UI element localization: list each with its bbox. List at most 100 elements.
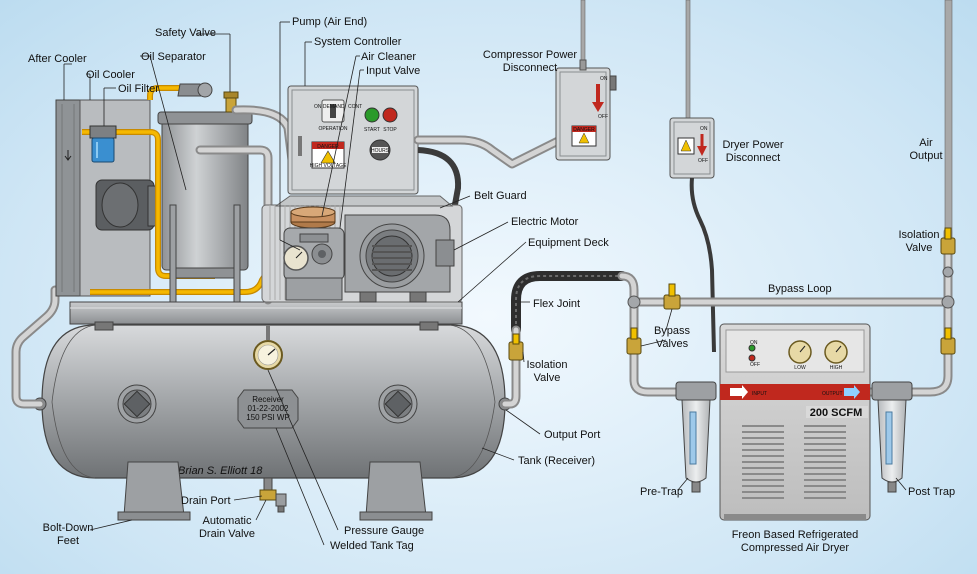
electric-motor <box>344 214 455 303</box>
compressor-power-disconnect: ON OFF DANGER <box>555 59 617 161</box>
bolt-down-feet <box>117 461 433 521</box>
leader-lines <box>63 21 907 546</box>
label-isolation-valve-mid-line-1: Isolation <box>527 359 568 371</box>
label-oil-filter: Oil Filter <box>118 83 159 95</box>
stop-button[interactable] <box>382 107 398 123</box>
dryer-low-gauge <box>788 340 812 364</box>
compressor-disconnect-handle[interactable] <box>609 75 617 91</box>
equipment-deck <box>69 301 463 331</box>
label-air-output-line-2: Output <box>909 150 942 162</box>
label-drain-port: Drain Port <box>181 495 231 507</box>
label-pump-air-end: Pump (Air End) <box>292 16 367 28</box>
label-bolt-down-feet-line-2: Feet <box>57 535 79 547</box>
label-automatic-drain-valve-line-2: Drain Valve <box>199 528 255 540</box>
pressure-gauge <box>253 325 283 370</box>
dryer-output-label: OUTPUT <box>822 391 843 397</box>
bypass-valve-left[interactable] <box>626 327 642 355</box>
compressor-off-label: OFF <box>598 114 608 120</box>
tank-tag-line-2: 01-22-2002 <box>248 404 289 413</box>
label-system-controller: System Controller <box>314 36 402 48</box>
label-pre-trap: Pre-Trap <box>640 486 683 498</box>
bypass-valve-right[interactable] <box>940 327 956 355</box>
safety-valve <box>223 91 239 113</box>
input-arrow-icon <box>730 385 748 399</box>
dryer-off-label: OFF <box>698 158 708 164</box>
start-label: START <box>364 127 380 133</box>
label-pressure-gauge: Pressure Gauge <box>344 525 424 537</box>
dryer-high-gauge <box>824 340 848 364</box>
label-post-trap: Post Trap <box>908 486 955 498</box>
label-dryer-caption-line-1: Freon Based Refrigerated <box>732 529 859 541</box>
dryer-indicator-off-label: OFF <box>750 362 760 368</box>
welded-tank-tag: Receiver 01-22-2002 150 PSI WP <box>237 389 299 429</box>
label-after-cooler: After Cooler <box>28 53 87 65</box>
isolation-valve-output[interactable] <box>940 227 956 255</box>
label-oil-separator: Oil Separator <box>141 51 206 63</box>
label-dryer-caption-line-2: Compressed Air Dryer <box>741 542 850 554</box>
label-output-port: Output Port <box>544 429 600 441</box>
output-arrow-icon <box>844 385 860 399</box>
dryer-off-indicator <box>748 354 756 362</box>
refrigerated-dryer: ON OFF LOW HIGH INPUT OUTPUT 200 SCFM <box>719 323 871 521</box>
label-dryer-power-line-1: Dryer Power <box>722 139 783 151</box>
after-cooler <box>55 99 81 297</box>
inspection-port-left <box>117 384 157 424</box>
air-cleaner <box>290 206 336 229</box>
post-trap <box>871 381 913 493</box>
dryer-high-label: HIGH <box>830 365 843 371</box>
compressor-danger-label: DANGER <box>573 127 595 133</box>
dryer-input-label: INPUT <box>752 391 767 397</box>
dryer-indicator-on-label: ON <box>750 340 758 346</box>
label-bolt-down-feet-line-1: Bolt-Down <box>43 522 94 534</box>
labels: Safety Valve Pump (Air End) System Contr… <box>28 16 955 554</box>
label-welded-tank-tag: Welded Tank Tag <box>330 540 414 552</box>
air-piping <box>617 227 953 397</box>
label-oil-cooler: Oil Cooler <box>86 69 135 81</box>
dryer-vents <box>742 425 846 499</box>
label-compressor-power-line-2: Disconnect <box>503 62 557 74</box>
flex-joint <box>511 271 627 335</box>
label-electric-motor: Electric Motor <box>511 216 579 228</box>
start-button[interactable] <box>364 107 380 123</box>
oil-separator <box>157 82 253 303</box>
label-input-valve: Input Valve <box>366 65 420 77</box>
bypass-valve-top[interactable] <box>663 283 681 310</box>
dryer-on-label: ON <box>700 126 708 132</box>
stop-label: STOP <box>383 127 397 133</box>
label-compressor-power-line-1: Compressor Power <box>483 49 577 61</box>
label-air-cleaner: Air Cleaner <box>361 51 416 63</box>
label-bypass-valves-line-1: Bypass <box>654 325 691 337</box>
label-air-output-line-1: Air <box>919 137 933 149</box>
system-controller: ON DEMAND CONT OPERATION DANGER HIGH VOL… <box>287 85 419 195</box>
label-equipment-deck: Equipment Deck <box>528 237 609 249</box>
label-bypass-loop: Bypass Loop <box>768 283 832 295</box>
label-dryer-power-line-2: Disconnect <box>726 152 780 164</box>
controller-danger-label: DANGER <box>317 144 339 150</box>
label-belt-guard: Belt Guard <box>474 190 527 202</box>
inspection-port-right <box>378 384 418 424</box>
dryer-on-indicator <box>748 344 756 352</box>
dryer-low-label: LOW <box>794 365 806 371</box>
controller-cont-label: ON DEMAND <box>314 104 345 110</box>
oil-filter <box>89 125 117 163</box>
controller-operation-label: OPERATION <box>318 126 347 132</box>
compressor-on-label: ON <box>600 76 608 82</box>
label-isolation-valve-right-line-1: Isolation <box>899 229 940 241</box>
label-safety-valve: Safety Valve <box>155 27 216 39</box>
dryer-power-disconnect: ON OFF <box>669 117 715 179</box>
overhead-conduits <box>580 0 953 233</box>
label-bypass-valves-line-2: Valves <box>656 338 689 350</box>
isolation-valve-tank[interactable] <box>508 333 524 361</box>
controller-high-voltage-label: HIGH VOLTAGE <box>310 163 347 169</box>
dryer-rating-label: 200 SCFM <box>810 407 863 419</box>
label-flex-joint: Flex Joint <box>533 298 580 310</box>
hour-meter-label: HOURS <box>371 148 390 154</box>
tank-tag-line-1: Receiver <box>252 395 284 404</box>
tank-tag-line-3: 150 PSI WP <box>246 413 290 422</box>
label-isolation-valve-mid-line-2: Valve <box>534 372 561 384</box>
label-tank-receiver: Tank (Receiver) <box>518 455 595 467</box>
pump-air-end <box>283 227 345 301</box>
label-automatic-drain-valve-line-1: Automatic <box>203 515 252 527</box>
